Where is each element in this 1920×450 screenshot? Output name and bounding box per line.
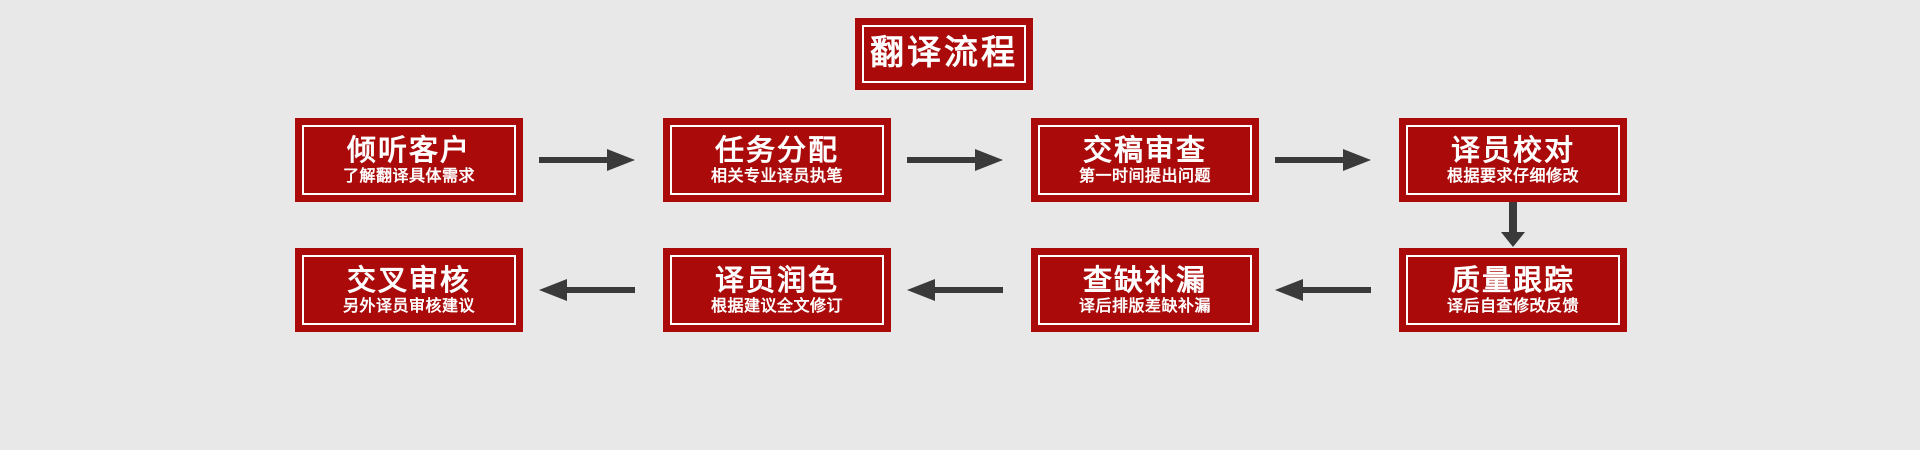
step-title: 任务分配: [714, 132, 839, 167]
step-subtitle: 译后排版差缺补漏: [1078, 296, 1211, 316]
arrow-left-icon: [537, 273, 637, 307]
step-title: 译员校对: [1450, 132, 1575, 167]
step-subtitle: 第一时间提出问题: [1078, 166, 1211, 186]
arrow-right-icon: [905, 143, 1005, 177]
step-text-wrap: 交叉审核 另外译员审核建议: [298, 262, 520, 316]
arrow-left-icon: [1273, 273, 1373, 307]
step-subtitle: 相关专业译员执笔: [710, 166, 843, 186]
step-title: 质量跟踪: [1450, 262, 1575, 297]
step-title: 交叉审核: [346, 262, 471, 297]
step-subtitle: 根据要求仔细修改: [1446, 166, 1579, 186]
step-title: 译员润色: [714, 262, 839, 297]
step-box-5-quality-tracking: 质量跟踪 译后自查修改反馈: [1399, 248, 1627, 332]
step-subtitle: 了解翻译具体需求: [342, 166, 475, 186]
step-title: 倾听客户: [346, 132, 471, 167]
step-text-wrap: 译员校对 根据要求仔细修改: [1402, 132, 1624, 186]
step-text-wrap: 质量跟踪 译后自查修改反馈: [1402, 262, 1624, 316]
process-title-box: 翻译流程: [855, 18, 1033, 90]
title-text-wrap: 翻译流程: [858, 33, 1030, 74]
step-subtitle: 根据建议全文修订: [710, 296, 843, 316]
arrow-right-icon: [1273, 143, 1373, 177]
step-subtitle: 译后自查修改反馈: [1446, 296, 1579, 316]
step-box-6-check-omissions: 查缺补漏 译后排版差缺补漏: [1031, 248, 1259, 332]
step-text-wrap: 倾听客户 了解翻译具体需求: [298, 132, 520, 186]
arrow-left-icon: [905, 273, 1005, 307]
step-box-7-translator-polishing: 译员润色 根据建议全文修订: [663, 248, 891, 332]
arrow-down-icon: [1496, 202, 1530, 248]
step-text-wrap: 译员润色 根据建议全文修订: [666, 262, 888, 316]
process-title-label: 翻译流程: [870, 33, 1018, 74]
step-text-wrap: 任务分配 相关专业译员执笔: [666, 132, 888, 186]
step-subtitle: 另外译员审核建议: [342, 296, 475, 316]
step-box-3-submission-review: 交稿审查 第一时间提出问题: [1031, 118, 1259, 202]
step-box-1-listen-to-client: 倾听客户 了解翻译具体需求: [295, 118, 523, 202]
step-text-wrap: 查缺补漏 译后排版差缺补漏: [1034, 262, 1256, 316]
step-box-8-cross-review: 交叉审核 另外译员审核建议: [295, 248, 523, 332]
step-text-wrap: 交稿审查 第一时间提出问题: [1034, 132, 1256, 186]
step-box-4-translator-proofreading: 译员校对 根据要求仔细修改: [1399, 118, 1627, 202]
step-box-2-task-assignment: 任务分配 相关专业译员执笔: [663, 118, 891, 202]
step-title: 交稿审查: [1082, 132, 1207, 167]
arrow-right-icon: [537, 143, 637, 177]
step-title: 查缺补漏: [1082, 262, 1207, 297]
